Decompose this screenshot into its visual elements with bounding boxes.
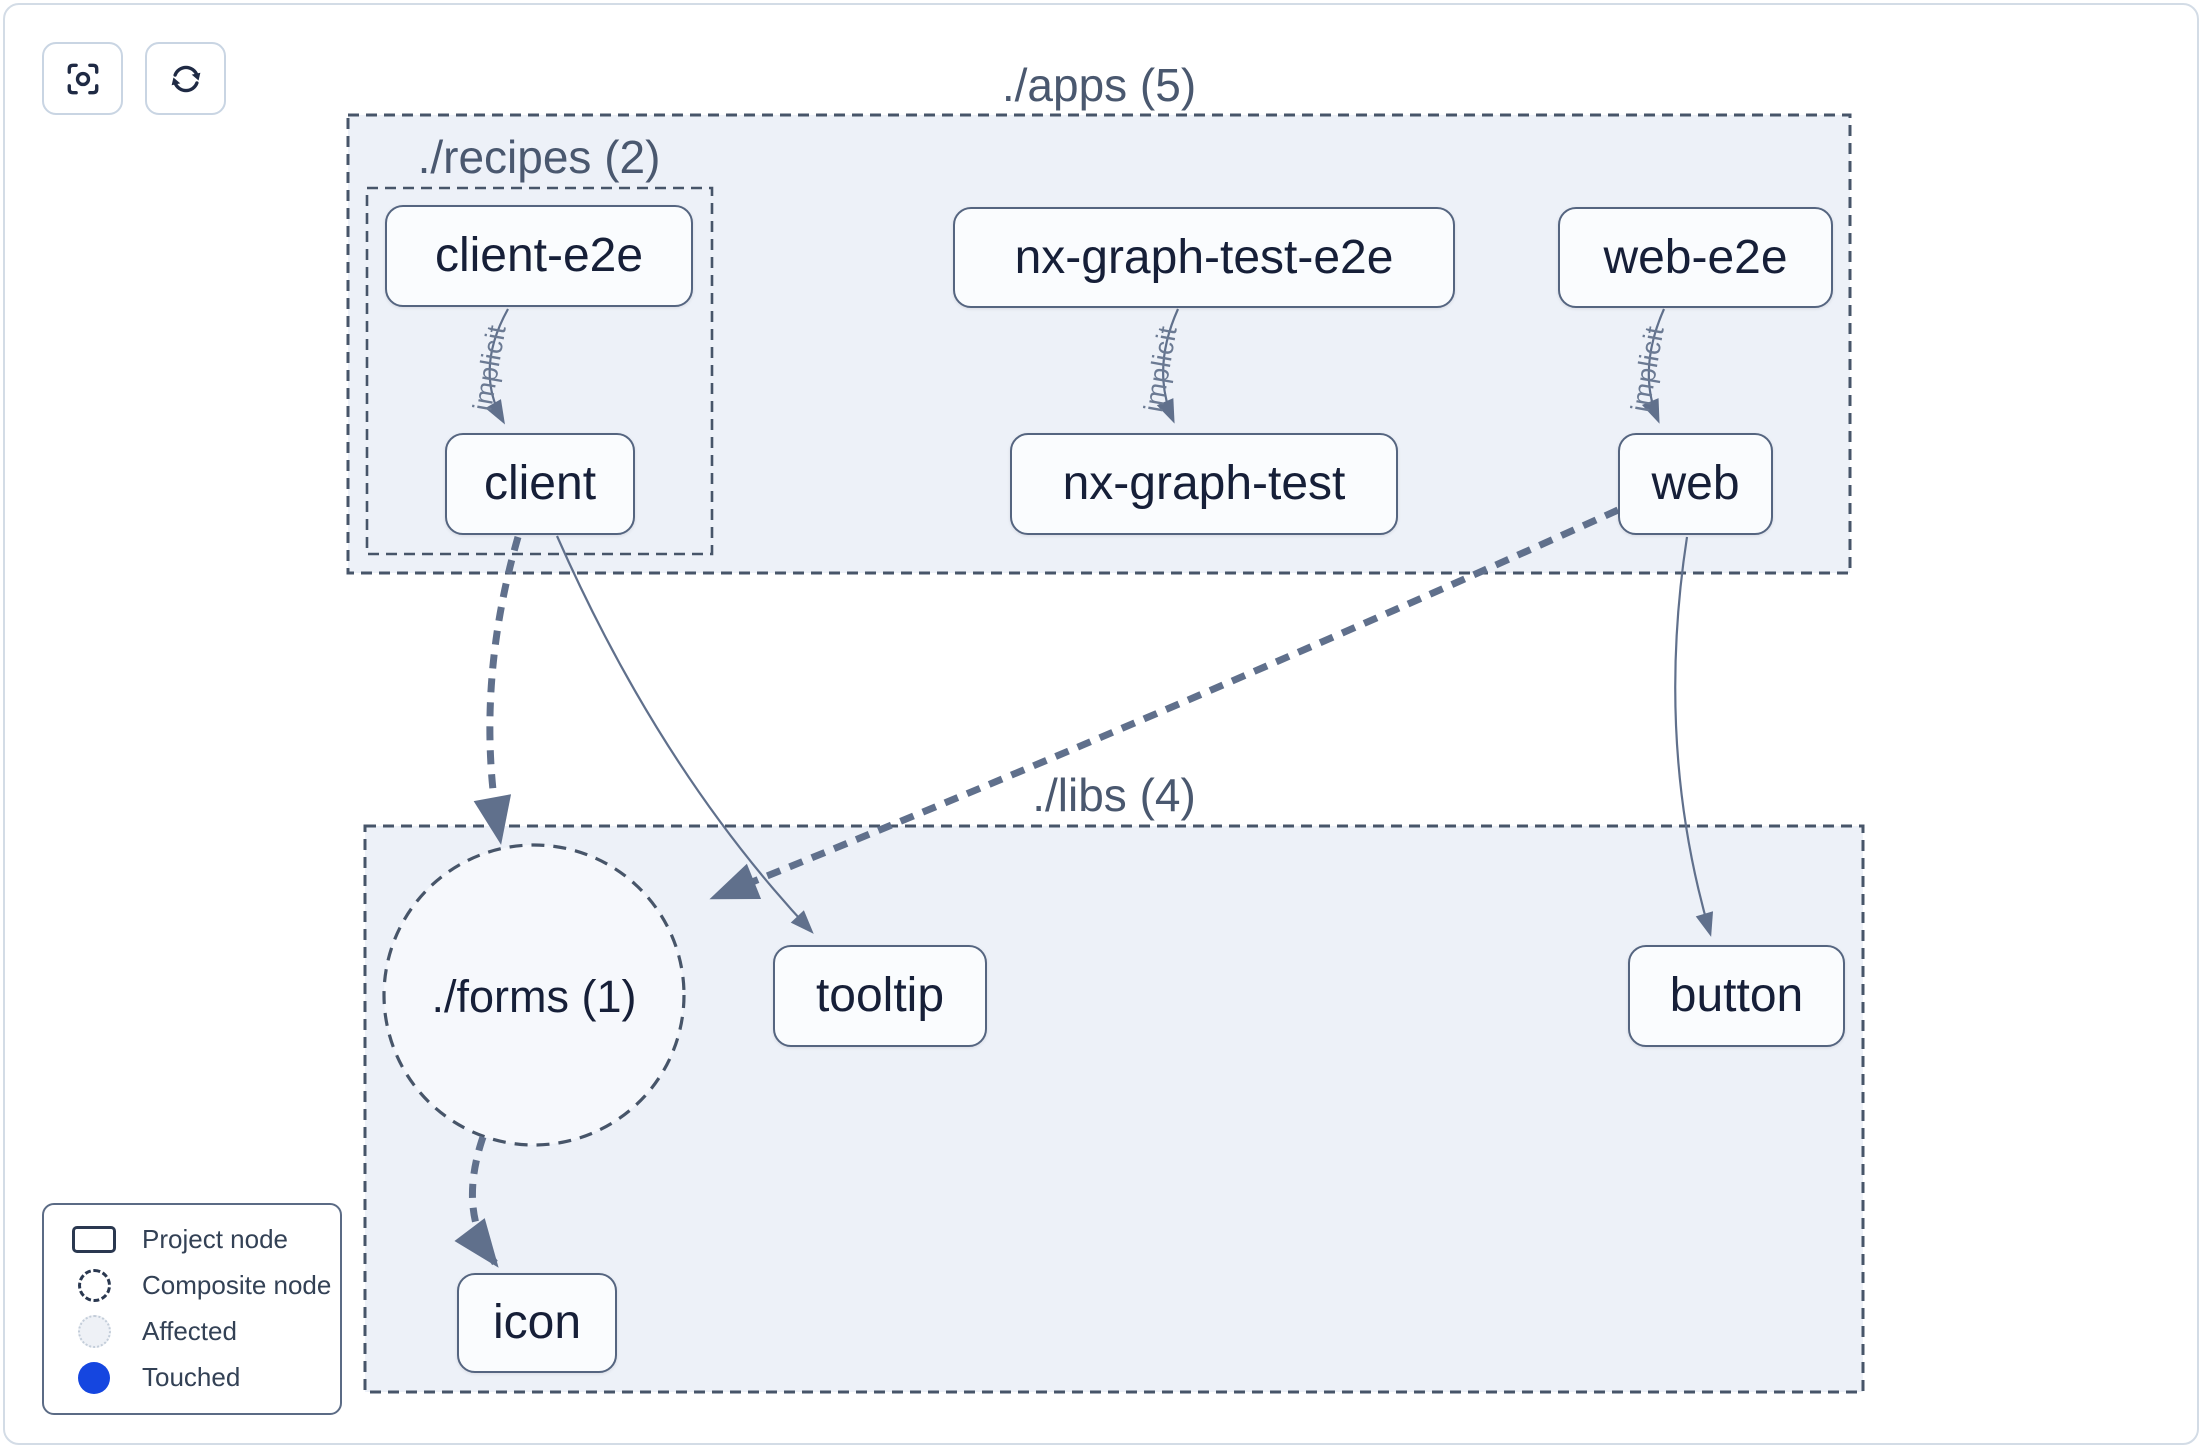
graph-canvas: ./apps (5) ./recipes (2) ./libs (4) ./fo…: [3, 3, 2199, 1445]
node-button[interactable]: button: [1628, 945, 1845, 1047]
legend-label: Composite node: [142, 1269, 332, 1300]
refresh-button[interactable]: [145, 42, 226, 115]
project-node-swatch: [72, 1226, 116, 1254]
edge-client-to-tooltip[interactable]: [555, 535, 814, 934]
legend-label: Affected: [142, 1316, 237, 1347]
legend-item-affected: Affected: [44, 1315, 340, 1349]
composite-node-forms[interactable]: [382, 843, 686, 1147]
node-client[interactable]: client: [445, 433, 635, 535]
node-icon[interactable]: icon: [457, 1273, 617, 1373]
edge-web-e2e-to-web[interactable]: [1641, 308, 1666, 424]
legend-item-project-node: Project node: [44, 1224, 340, 1255]
legend-item-touched: Touched: [44, 1361, 340, 1394]
edge-web-to-forms[interactable]: [709, 506, 1620, 901]
focus-icon: [67, 63, 98, 94]
composite-node-label-forms[interactable]: ./forms (1): [431, 971, 637, 1022]
group-label-apps: ./apps (5): [1001, 59, 1197, 111]
edge-client-to-forms[interactable]: [473, 536, 522, 845]
toolbar: [42, 42, 226, 115]
group-label-libs: ./libs (4): [1032, 769, 1196, 821]
edge-nx-graph-test-e2e-to-nx-graph-test[interactable]: [1156, 308, 1180, 424]
group-recipes[interactable]: [365, 186, 714, 556]
refresh-icon: [171, 65, 200, 92]
legend-label: Touched: [142, 1362, 241, 1393]
node-tooltip[interactable]: tooltip: [773, 945, 987, 1047]
group-label-recipes: ./recipes (2): [417, 131, 661, 183]
composite-node-swatch: [77, 1268, 111, 1302]
node-nx-graph-test[interactable]: nx-graph-test: [1010, 433, 1398, 535]
legend-label: Project node: [142, 1224, 288, 1255]
legend-item-composite-node: Composite node: [44, 1268, 340, 1302]
legend: Project node Composite node Affected Tou…: [42, 1203, 342, 1415]
node-web-e2e[interactable]: web-e2e: [1558, 207, 1833, 308]
edge-client-e2e-to-client[interactable]: [485, 308, 509, 425]
edge-web-to-button[interactable]: [1674, 536, 1714, 937]
node-web[interactable]: web: [1618, 433, 1773, 535]
focus-button[interactable]: [42, 42, 123, 115]
touched-swatch: [78, 1361, 110, 1394]
node-nx-graph-test-e2e[interactable]: nx-graph-test-e2e: [953, 207, 1455, 308]
affected-swatch: [77, 1315, 111, 1349]
node-client-e2e[interactable]: client-e2e: [385, 205, 693, 307]
